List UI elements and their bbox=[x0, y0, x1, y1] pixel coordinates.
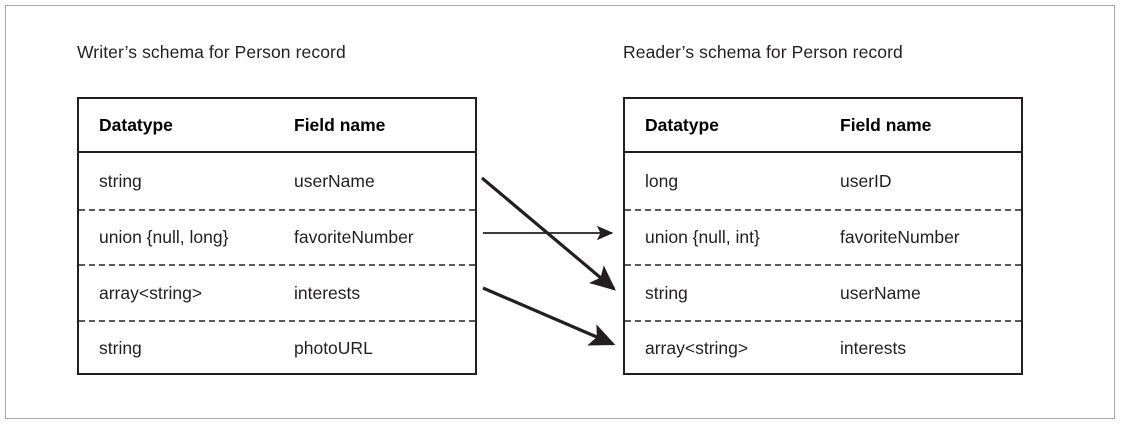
writer-row-3-field-name: photoURL bbox=[294, 338, 373, 359]
reader-row-1-field-name: favoriteNumber bbox=[840, 227, 960, 248]
table-row: array<string> interests bbox=[625, 319, 1021, 376]
reader-row-0-field-name: userID bbox=[840, 170, 892, 191]
table-row: string userName bbox=[79, 153, 475, 209]
writer-header-field-name: Field name bbox=[294, 115, 386, 135]
writer-table-body: string userName union {null, long} favor… bbox=[79, 153, 475, 375]
reader-row-2-datatype: string bbox=[645, 282, 688, 303]
writer-table-header-row: Datatype Field name bbox=[79, 99, 475, 153]
reader-header-datatype: Datatype bbox=[645, 115, 719, 135]
writer-row-1-field-name: favoriteNumber bbox=[294, 227, 414, 248]
table-row: union {null, long} favoriteNumber bbox=[79, 208, 475, 265]
reader-schema-caption: Reader’s schema for Person record bbox=[623, 42, 903, 62]
reader-row-3-field-name: interests bbox=[840, 338, 907, 359]
reader-row-1-datatype: union {null, int} bbox=[645, 227, 760, 248]
reader-schema-table: Datatype Field name long userID union {n… bbox=[623, 97, 1023, 375]
writer-row-0-field-name: userName bbox=[294, 170, 375, 191]
reader-row-2-field-name: userName bbox=[840, 282, 921, 303]
table-row: union {null, int} favoriteNumber bbox=[625, 208, 1021, 265]
writer-schema-table: Datatype Field name string userName unio… bbox=[77, 97, 477, 375]
table-row: string photoURL bbox=[79, 319, 475, 376]
reader-table-body: long userID union {null, int} favoriteNu… bbox=[625, 153, 1021, 375]
writer-row-1-datatype: union {null, long} bbox=[99, 227, 229, 248]
reader-row-3-datatype: array<string> bbox=[645, 338, 749, 359]
table-row: array<string> interests bbox=[79, 264, 475, 320]
table-row: long userID bbox=[625, 153, 1021, 209]
writer-row-2-datatype: array<string> bbox=[99, 282, 203, 303]
reader-table-header-row: Datatype Field name bbox=[625, 99, 1021, 153]
writer-row-3-datatype: string bbox=[99, 338, 142, 359]
writer-schema-caption: Writer’s schema for Person record bbox=[77, 42, 346, 62]
reader-header-field-name: Field name bbox=[840, 115, 932, 135]
writer-row-0-datatype: string bbox=[99, 170, 142, 191]
table-row: string userName bbox=[625, 264, 1021, 320]
reader-row-0-datatype: long bbox=[645, 170, 679, 191]
writer-header-datatype: Datatype bbox=[99, 115, 173, 135]
writer-row-2-field-name: interests bbox=[294, 282, 361, 303]
